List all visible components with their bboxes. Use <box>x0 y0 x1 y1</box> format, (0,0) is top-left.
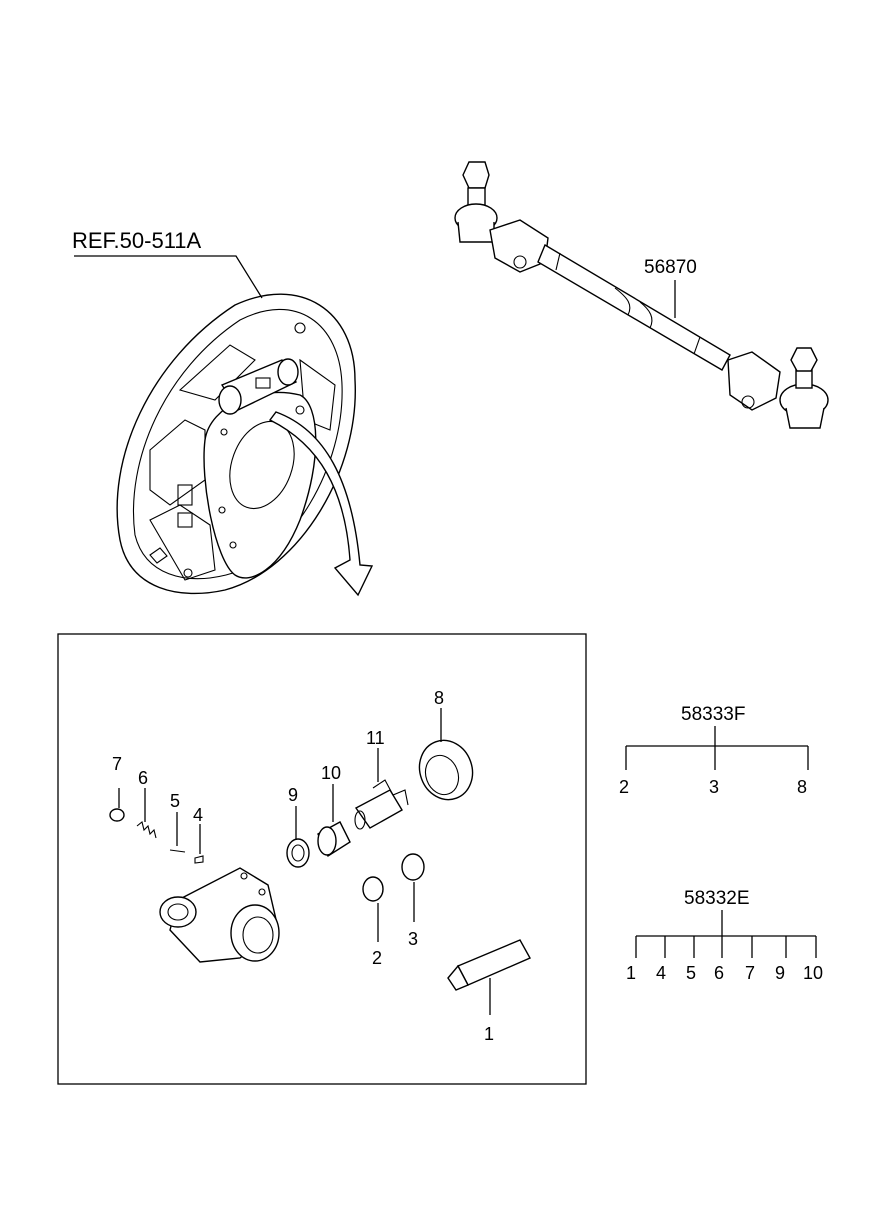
kit-a-item: 8 <box>797 777 807 797</box>
exploded-view-frame <box>57 633 587 1085</box>
kit-b-item: 6 <box>714 963 724 983</box>
kit-b-item: 7 <box>745 963 755 983</box>
kit-a-number: 58333F <box>681 704 745 725</box>
kit-b-item: 10 <box>803 963 823 983</box>
callout-3: 3 <box>408 929 418 949</box>
ref-label: REF.50-511A <box>72 228 202 253</box>
kit-b-number: 58332E <box>684 888 750 909</box>
kit-a-item: 2 <box>619 777 629 797</box>
tie-rod-part-number: 56870 <box>644 257 697 278</box>
kit-b-item: 9 <box>775 963 785 983</box>
kit-b-item: 1 <box>626 963 636 983</box>
callout-11: 11 <box>366 728 385 748</box>
brake-backing-plate-drawing <box>116 293 374 597</box>
callout-9: 9 <box>288 785 298 805</box>
callout-7: 7 <box>112 754 122 774</box>
tie-rod-drawing <box>454 161 829 429</box>
callout-10: 10 <box>321 763 341 783</box>
kit-b-item: 4 <box>656 963 666 983</box>
kit-b-item: 5 <box>686 963 696 983</box>
exploded-parts-drawing <box>109 739 531 991</box>
callout-6: 6 <box>138 768 148 788</box>
callout-leaders <box>118 708 491 1015</box>
kit-a-tree: 58333F 2 3 8 <box>619 704 809 797</box>
callout-5: 5 <box>170 791 180 811</box>
ref-leader-line <box>74 255 263 299</box>
callout-8: 8 <box>434 688 444 708</box>
callout-4: 4 <box>193 805 203 825</box>
callout-2: 2 <box>372 948 382 968</box>
callout-1: 1 <box>484 1024 494 1044</box>
kit-a-item: 3 <box>709 777 719 797</box>
kit-b-tree: 58332E 1 4 5 6 7 9 10 <box>626 888 823 983</box>
